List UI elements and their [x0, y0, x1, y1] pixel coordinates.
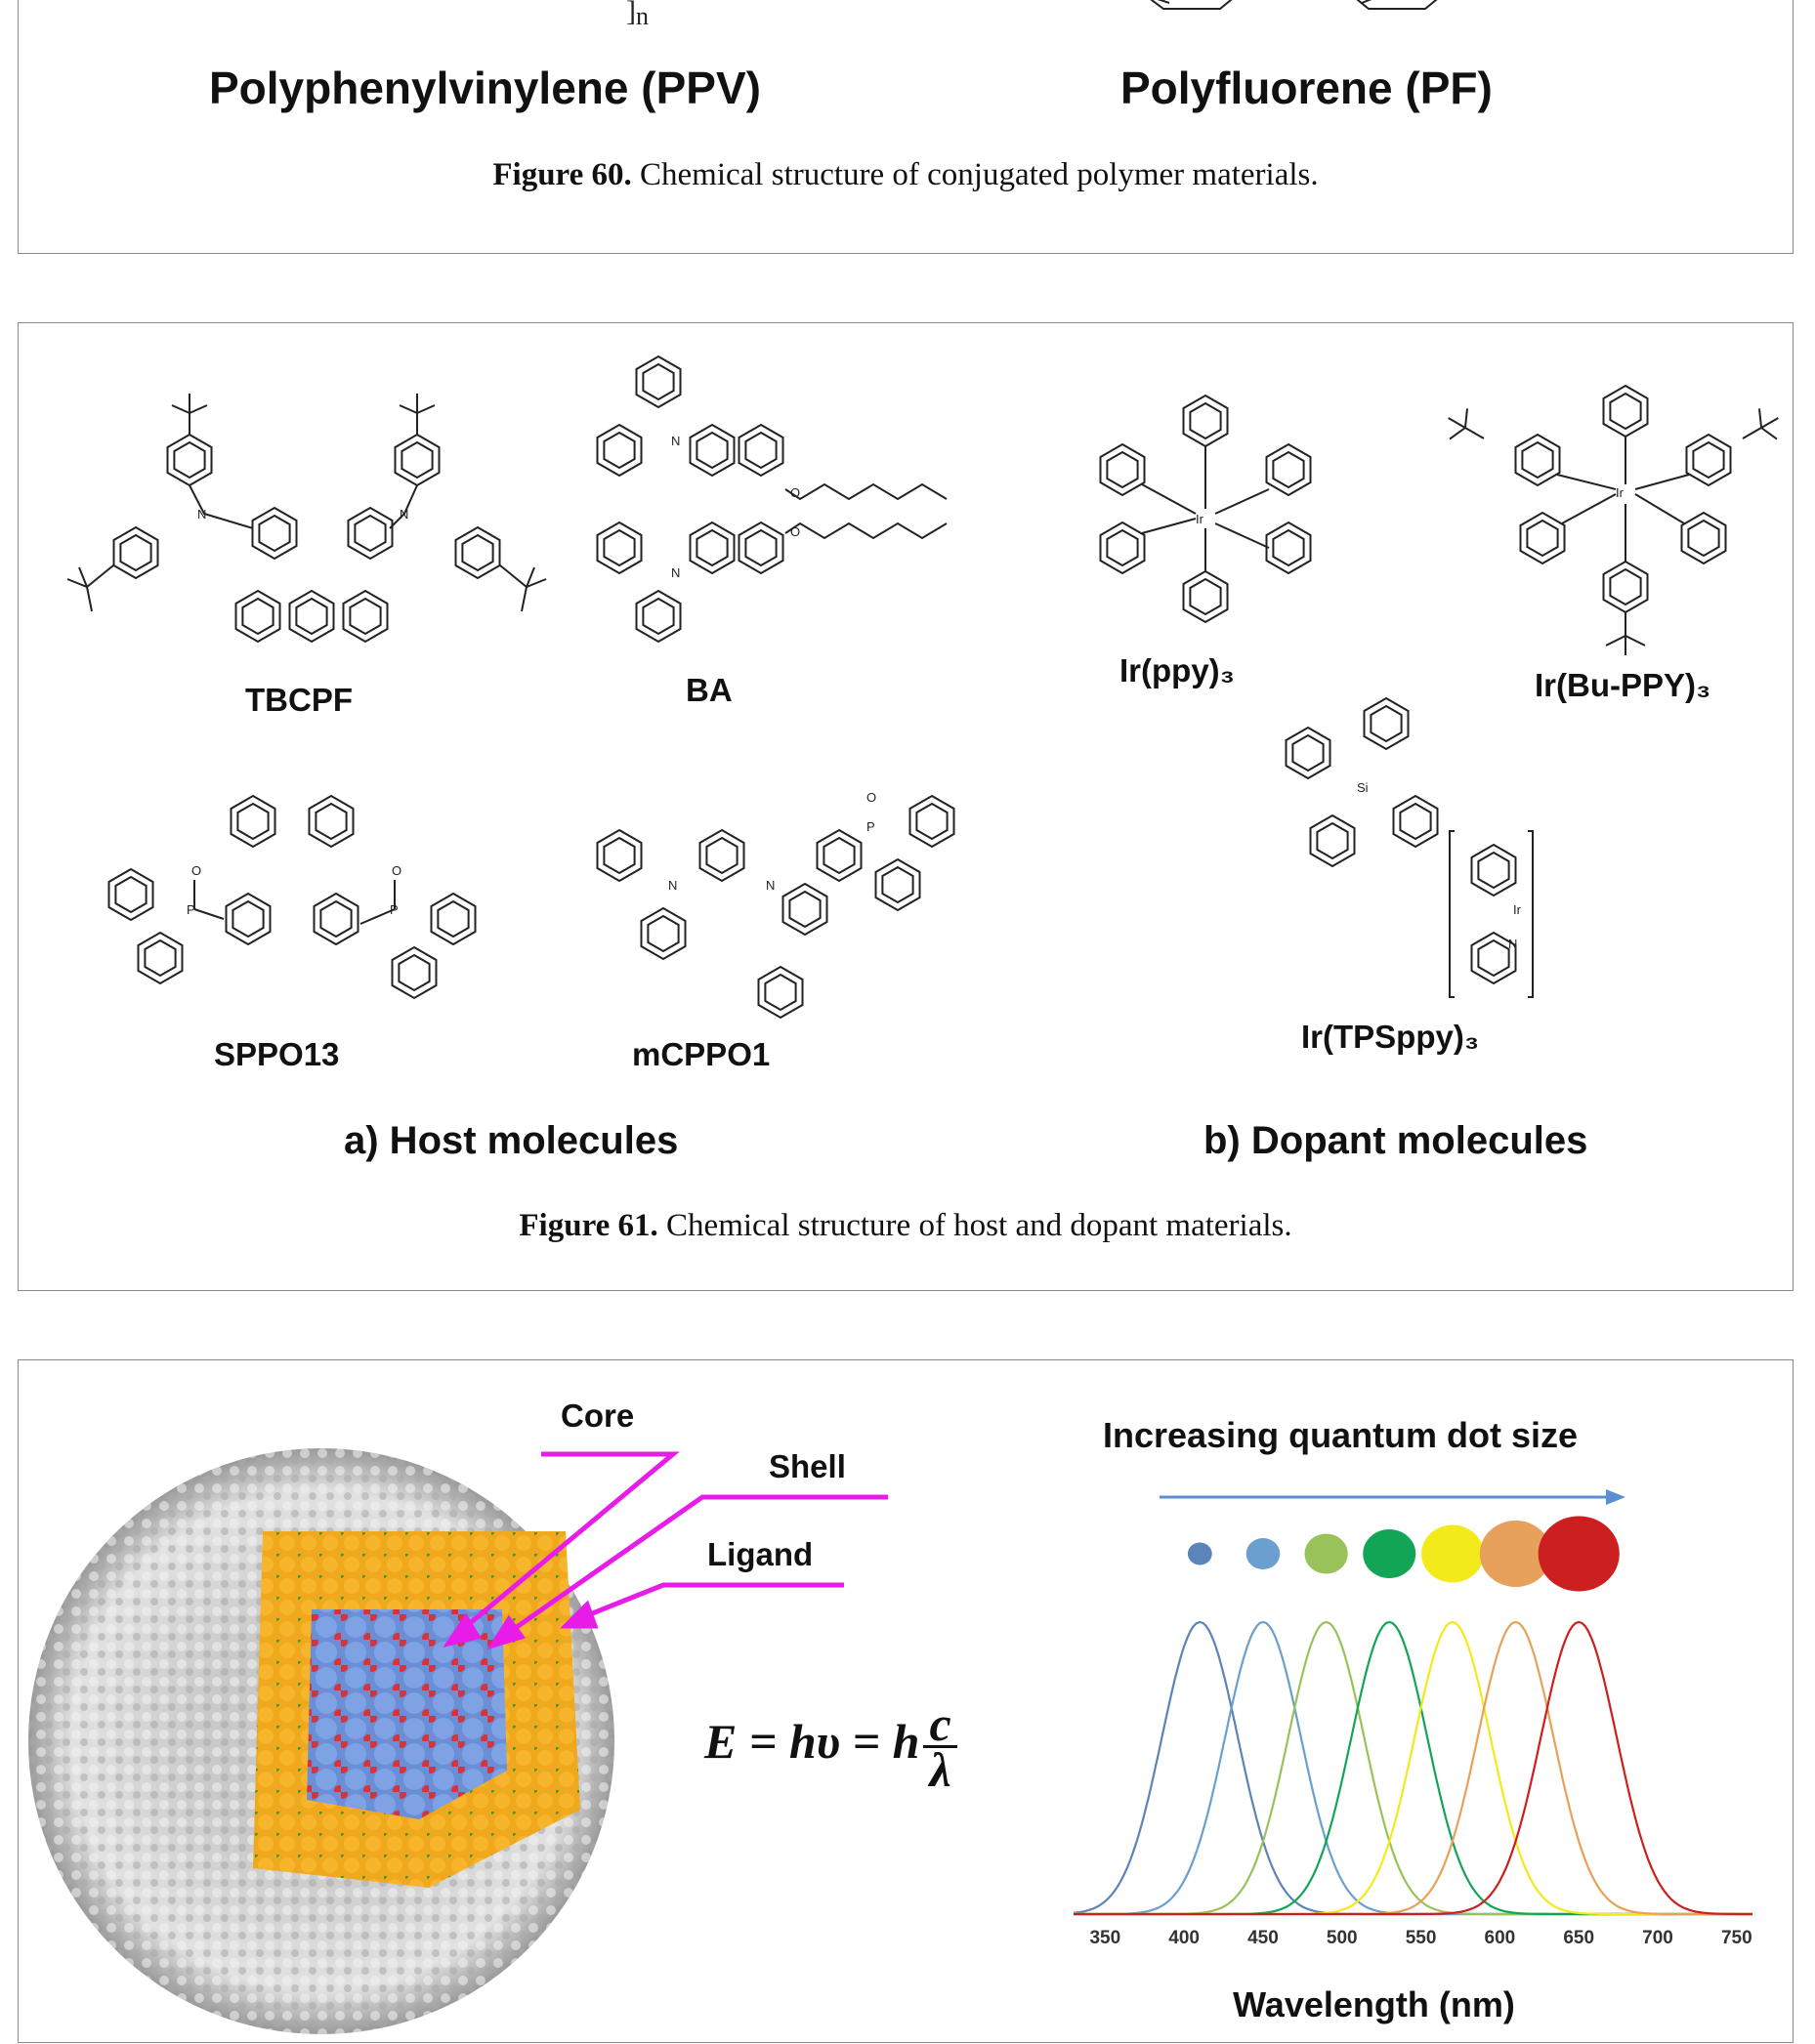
x-tick-650: 650 — [1563, 1928, 1594, 1948]
x-tick-500: 500 — [1327, 1928, 1358, 1948]
spectrum-curve-610 — [1074, 1620, 1752, 1916]
irbuppy3-structure: Ir — [1438, 385, 1789, 655]
figure-61-caption-prefix: Figure 61. — [519, 1208, 658, 1243]
mcppo1-n-atom-1: N — [668, 878, 677, 893]
ba-o-atom-2: O — [790, 524, 800, 539]
x-tick-550: 550 — [1406, 1928, 1437, 1948]
tbcpf-n-atom-2: N — [400, 507, 408, 521]
figure-60-caption-text: Chemical structure of conjugated polymer… — [631, 157, 1319, 192]
quantum-dot-5 — [1421, 1524, 1484, 1583]
ba-o-atom-1: O — [790, 485, 800, 500]
irppy3-structure: Ir — [1099, 395, 1312, 623]
spectrum-curve-530 — [1074, 1620, 1752, 1916]
x-tick-600: 600 — [1485, 1928, 1516, 1948]
sppo13-structure: P P O O — [107, 795, 477, 999]
ligand-label: Ligand — [707, 1536, 814, 1572]
irppy3-ir-atom: Ir — [1196, 512, 1204, 526]
irbuppy3-ir-atom: Ir — [1616, 485, 1625, 500]
label-irppy3: Ir(ppy)₃ — [1119, 652, 1235, 688]
spectrum-curve-490 — [1074, 1620, 1752, 1916]
spectrum-curve-450 — [1074, 1620, 1752, 1916]
subscript-n: n — [636, 2, 649, 30]
irtpsppy3-n-atom: N — [1508, 937, 1517, 951]
label-sppo13: SPPO13 — [214, 1036, 340, 1072]
label-irbuppy3: Ir(Bu-PPY)₃ — [1535, 667, 1711, 703]
spectrum-curve-650 — [1074, 1620, 1752, 1916]
x-tick-450: 450 — [1247, 1928, 1279, 1948]
ppv-label: Polyphenylvinylene (PPV) — [209, 63, 761, 113]
label-tbcpf: TBCPF — [245, 682, 353, 718]
irtpsppy3-structure: Si Ir N — [1285, 697, 1534, 998]
figure-60-caption-prefix: Figure 60. — [492, 157, 632, 192]
x-tick-750: 750 — [1721, 1928, 1752, 1948]
tbcpf-n-atom-1: N — [197, 507, 206, 521]
mcppo1-n-atom-2: N — [766, 878, 775, 893]
molecule-structures: N N N N O O Ir — [66, 355, 1789, 1019]
formula-lhs: E = hυ = h — [704, 1713, 920, 1769]
section-dopant-molecules: b) Dopant molecules — [1203, 1119, 1588, 1162]
formula-numerator: c — [923, 1699, 957, 1748]
label-irtpsppy3: Ir(TPSppy)₃ — [1301, 1019, 1480, 1055]
size-arrow-head — [1606, 1489, 1625, 1505]
figure-60-panel: ] n Polyphenylvinylene (PPV) Polyfluoren… — [18, 0, 1794, 254]
section-host-molecules: a) Host molecules — [344, 1119, 679, 1162]
ba-n-atom-2: N — [671, 565, 680, 580]
ppv-pf-structure-fragment: ] n — [626, 0, 1438, 30]
sppo13-p-atom-1: P — [187, 902, 195, 917]
spectrum-curve-570 — [1074, 1620, 1752, 1916]
ba-n-atom-1: N — [671, 434, 680, 448]
quantum-dot-2 — [1245, 1538, 1281, 1569]
x-tick-350: 350 — [1089, 1928, 1120, 1948]
svg-text:]: ] — [626, 0, 636, 27]
sppo13-o-atom-1: O — [191, 863, 201, 878]
quantum-dot-4 — [1363, 1529, 1416, 1578]
pf-label: Polyfluorene (PF) — [1120, 63, 1493, 113]
shell-label: Shell — [769, 1448, 846, 1484]
irtpsppy3-si-atom: Si — [1357, 780, 1369, 795]
quantum-dot-sphere — [28, 1448, 614, 2034]
quantum-dot-6 — [1479, 1521, 1552, 1587]
spectrum-curve-410 — [1073, 1620, 1752, 1916]
irtpsppy3-ir-atom: Ir — [1513, 902, 1522, 917]
core-label: Core — [561, 1397, 635, 1434]
sppo13-p-atom-2: P — [390, 902, 399, 917]
figure-60-caption: Figure 60. Chemical structure of conjuga… — [19, 157, 1793, 193]
mcppo1-p-atom: P — [866, 819, 875, 834]
figure-61-panel: N N N N O O Ir — [18, 322, 1794, 1291]
pointer-lines — [443, 1451, 888, 1650]
figure-61-caption: Figure 61. Chemical structure of host an… — [19, 1208, 1793, 1244]
label-ba: BA — [686, 672, 733, 708]
quantum-dot-7 — [1538, 1516, 1620, 1592]
sppo13-o-atom-2: O — [392, 863, 401, 878]
formula-denominator: λ — [929, 1742, 951, 1797]
x-tick-700: 700 — [1642, 1928, 1673, 1948]
ba-structure: N N O O — [596, 355, 948, 643]
label-mcppo1: mCPPO1 — [632, 1036, 771, 1072]
tbcpf-structure: N N — [66, 393, 547, 643]
mcppo1-o-atom: O — [866, 790, 876, 805]
quantum-dot-1 — [1187, 1542, 1212, 1565]
mcppo1-structure: N N P O — [596, 790, 955, 1019]
quantum-dot-illustration — [28, 1448, 888, 2034]
quantum-dot-3 — [1304, 1533, 1348, 1574]
x-tick-400: 400 — [1168, 1928, 1200, 1948]
increasing-size-title: Increasing quantum dot size — [1103, 1415, 1579, 1455]
figure-61-caption-text: Chemical structure of host and dopant ma… — [657, 1208, 1292, 1243]
